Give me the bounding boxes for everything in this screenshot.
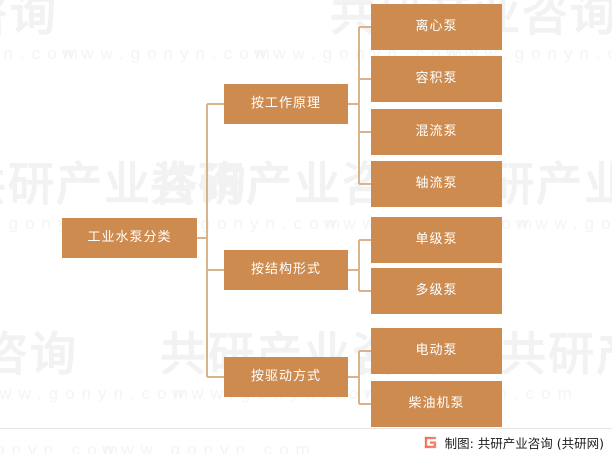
node-leaf-diesel-engine-pump[interactable]: 柴油机泵 [371, 381, 502, 427]
node-root[interactable]: 工业水泵分类 [62, 218, 197, 258]
node-leaf-multistage-pump[interactable]: 多级泵 [371, 268, 502, 314]
node-branch-by-structure[interactable]: 按结构形式 [224, 250, 348, 290]
node-branch-by-drive-mode[interactable]: 按驱动方式 [224, 357, 348, 397]
node-leaf-mixed-flow-pump[interactable]: 混流泵 [371, 109, 502, 155]
footer-credit: 制图: 共研产业咨询 (共研网) [422, 432, 604, 452]
node-branch-by-working-principle[interactable]: 按工作原理 [224, 84, 348, 124]
footer-divider [0, 428, 612, 429]
node-leaf-electric-pump[interactable]: 电动泵 [371, 328, 502, 374]
node-leaf-centrifugal-pump[interactable]: 离心泵 [371, 4, 502, 50]
node-leaf-single-stage-pump[interactable]: 单级泵 [371, 217, 502, 263]
footer-credit-text: 制图: 共研产业咨询 (共研网) [444, 435, 604, 451]
node-leaf-positive-displacement-pump[interactable]: 容积泵 [371, 56, 502, 102]
gonyn-logo-icon [422, 434, 438, 450]
node-leaf-axial-flow-pump[interactable]: 轴流泵 [371, 161, 502, 207]
